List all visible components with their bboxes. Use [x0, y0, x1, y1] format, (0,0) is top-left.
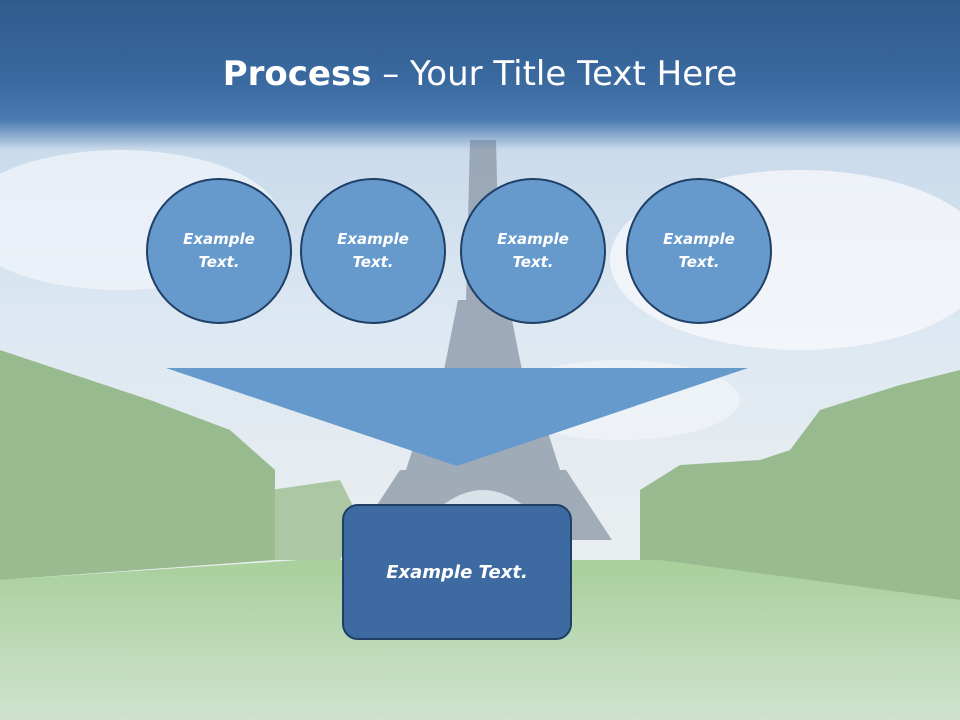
- process-step-label-1: Example Text.: [183, 230, 255, 271]
- process-step-label-3: Example Text.: [497, 230, 569, 271]
- result-box: Example Text.: [342, 504, 572, 640]
- process-step-circle-1: Example Text.: [146, 178, 292, 324]
- funnel-arrow: [166, 368, 748, 466]
- process-step-label-4: Example Text.: [663, 230, 735, 271]
- process-step-circle-4: Example Text.: [626, 178, 772, 324]
- title-rest-part: – Your Title Text Here: [371, 54, 738, 94]
- process-step-circle-3: Example Text.: [460, 178, 606, 324]
- title-bold-part: Process: [222, 54, 372, 94]
- result-box-label: Example Text.: [386, 561, 528, 583]
- title-band: [0, 0, 960, 150]
- process-step-circle-2: Example Text.: [300, 178, 446, 324]
- process-step-label-2: Example Text.: [337, 230, 409, 271]
- page-title: Process – Your Title Text Here: [0, 52, 960, 96]
